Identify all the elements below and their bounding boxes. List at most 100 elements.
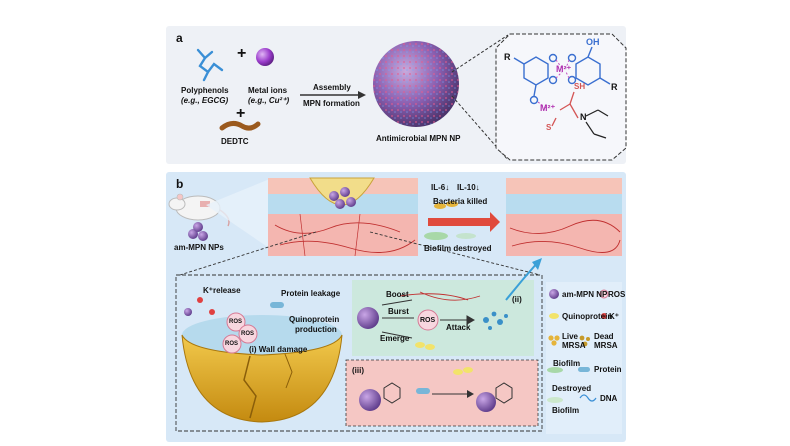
biofilm-icon (424, 232, 476, 240)
oxygen-2 (548, 75, 558, 85)
legend-protein: Protein (594, 365, 622, 374)
mpn-formation-label: MPN formation (303, 99, 360, 108)
inset-np-large (357, 307, 379, 329)
legend-biofilm: Biofilm (553, 359, 581, 368)
panel-a-letter: a (176, 31, 183, 45)
attack-label: Attack (446, 323, 471, 332)
skin-after (506, 178, 622, 256)
ros-bubbles (222, 312, 258, 354)
skin-before (268, 178, 418, 257)
projection-beam (206, 178, 272, 250)
quinoprotein-icons (415, 342, 435, 350)
iii-np-right (476, 392, 496, 412)
protein-leakage-label: Protein leakage (281, 289, 341, 298)
legend-k-icon (601, 313, 607, 319)
plus-sign-2: + (236, 105, 246, 122)
chem-structure (513, 46, 611, 105)
il10-label: IL-10↓ (457, 183, 480, 192)
legend-dead-mrsa-icon (579, 335, 590, 347)
dedtc-icon (219, 120, 261, 131)
chem-r-right: R (611, 82, 618, 92)
mechanism-box (175, 274, 543, 432)
legend-am-mpn-np: am-MPN NP (562, 290, 608, 299)
chem-metal-2: M²⁺ (540, 103, 556, 113)
legend-k: K⁺ (609, 312, 619, 321)
legend-protein-icon (578, 367, 590, 372)
legend-quinoprotein-icon (549, 313, 559, 319)
bacterial-cell-bowl (181, 315, 343, 423)
zoom-line-b-left (179, 231, 317, 276)
legend-dna: DNA (600, 394, 618, 403)
chem-s: S (546, 123, 552, 132)
oxygen-1 (548, 53, 558, 63)
legend-box (546, 282, 622, 434)
mpn-nanoparticle-texture (373, 41, 459, 127)
ros-label-1: ROS (229, 319, 243, 325)
chem-metal-1: M²⁺ (556, 64, 572, 74)
quinoprotein-production-label-1: Quinoprotein (289, 315, 340, 324)
chem-r-left: R (504, 52, 511, 62)
assembly-label: Assembly (313, 83, 351, 92)
dedtc-label: DEDTC (221, 137, 249, 146)
metal-ions-label: Metal ions (248, 86, 288, 95)
oxygen-3 (567, 53, 577, 63)
polyphenols-example: (e.g., EGCG) (181, 96, 229, 105)
assembly-arrow-head (358, 91, 366, 99)
am-mpn-np-cluster (188, 222, 208, 241)
zoom-line-b-right (369, 231, 541, 276)
polyphenols-label: Polyphenols (181, 86, 229, 95)
legend-destroyed-biofilm-icon (547, 397, 563, 403)
legend-ros: ROS (608, 290, 626, 299)
oxygen-5 (529, 95, 539, 105)
iii-quinoprotein (453, 367, 473, 375)
oxygen-4 (567, 75, 577, 85)
boost-label: Boost (386, 290, 409, 299)
legend-dna-icon (579, 394, 597, 402)
inset-ros-circle (417, 309, 439, 331)
bacteria-killed-label: Bacteria killed (433, 197, 488, 206)
ros-label-3: ROS (225, 341, 239, 347)
iii-protein (416, 388, 430, 394)
legend-destroyed-2: Biofilm (552, 406, 580, 415)
legend-quinoprotein: Quinoprotein (562, 312, 613, 321)
burst-label: Burst (388, 307, 409, 316)
ros-center-label: ROS (420, 317, 436, 324)
red-fibers (399, 291, 481, 301)
polyphenol-icon (196, 48, 224, 82)
legend-destroyed-1: Destroyed (552, 384, 592, 393)
biofilm-destroyed-label: Biofilm destroyed (424, 244, 492, 253)
chem-sh: SH (574, 82, 586, 91)
k-ion-icons (184, 297, 215, 316)
legend-dead-1: Dead (594, 332, 614, 341)
ros-label-2: ROS (241, 331, 255, 337)
step-iii-label: (iii) (352, 366, 364, 375)
bacteria-icon (434, 201, 458, 209)
zoom-line-top (451, 34, 509, 73)
wound-nanoparticles (329, 187, 356, 209)
panel-b-letter: b (176, 177, 184, 191)
inset-arrows (381, 299, 476, 339)
legend-biofilm-icon (547, 367, 563, 373)
healing-arrow (428, 212, 500, 232)
quinoprotein-production-label-2: production (295, 325, 337, 334)
ethyl-groups (585, 109, 609, 139)
am-mpn-nps-label: am-MPN NPs (174, 243, 224, 252)
inset-ii (352, 280, 534, 356)
legend-live-1: Live (562, 332, 579, 341)
legend-live-mrsa-icon (548, 335, 560, 346)
dedtc-structure (551, 91, 579, 127)
legend-dead-2: MRSA (594, 341, 618, 350)
up-arrow-head (532, 258, 542, 270)
nanoparticle-label: Antimicrobial MPN NP (376, 134, 461, 143)
emerge-label: Emerge (380, 334, 410, 343)
il6-label: IL-6↓ (431, 183, 450, 192)
ring-left (523, 56, 549, 86)
plus-sign-1: + (237, 45, 247, 62)
iii-arrow-head (467, 390, 474, 398)
protein-icon (270, 302, 284, 308)
step-ii-label: (ii) (512, 295, 522, 304)
metal-ions-example: (e.g., Cu²⁺) (248, 96, 290, 105)
destroyed-mrsa (483, 311, 508, 330)
